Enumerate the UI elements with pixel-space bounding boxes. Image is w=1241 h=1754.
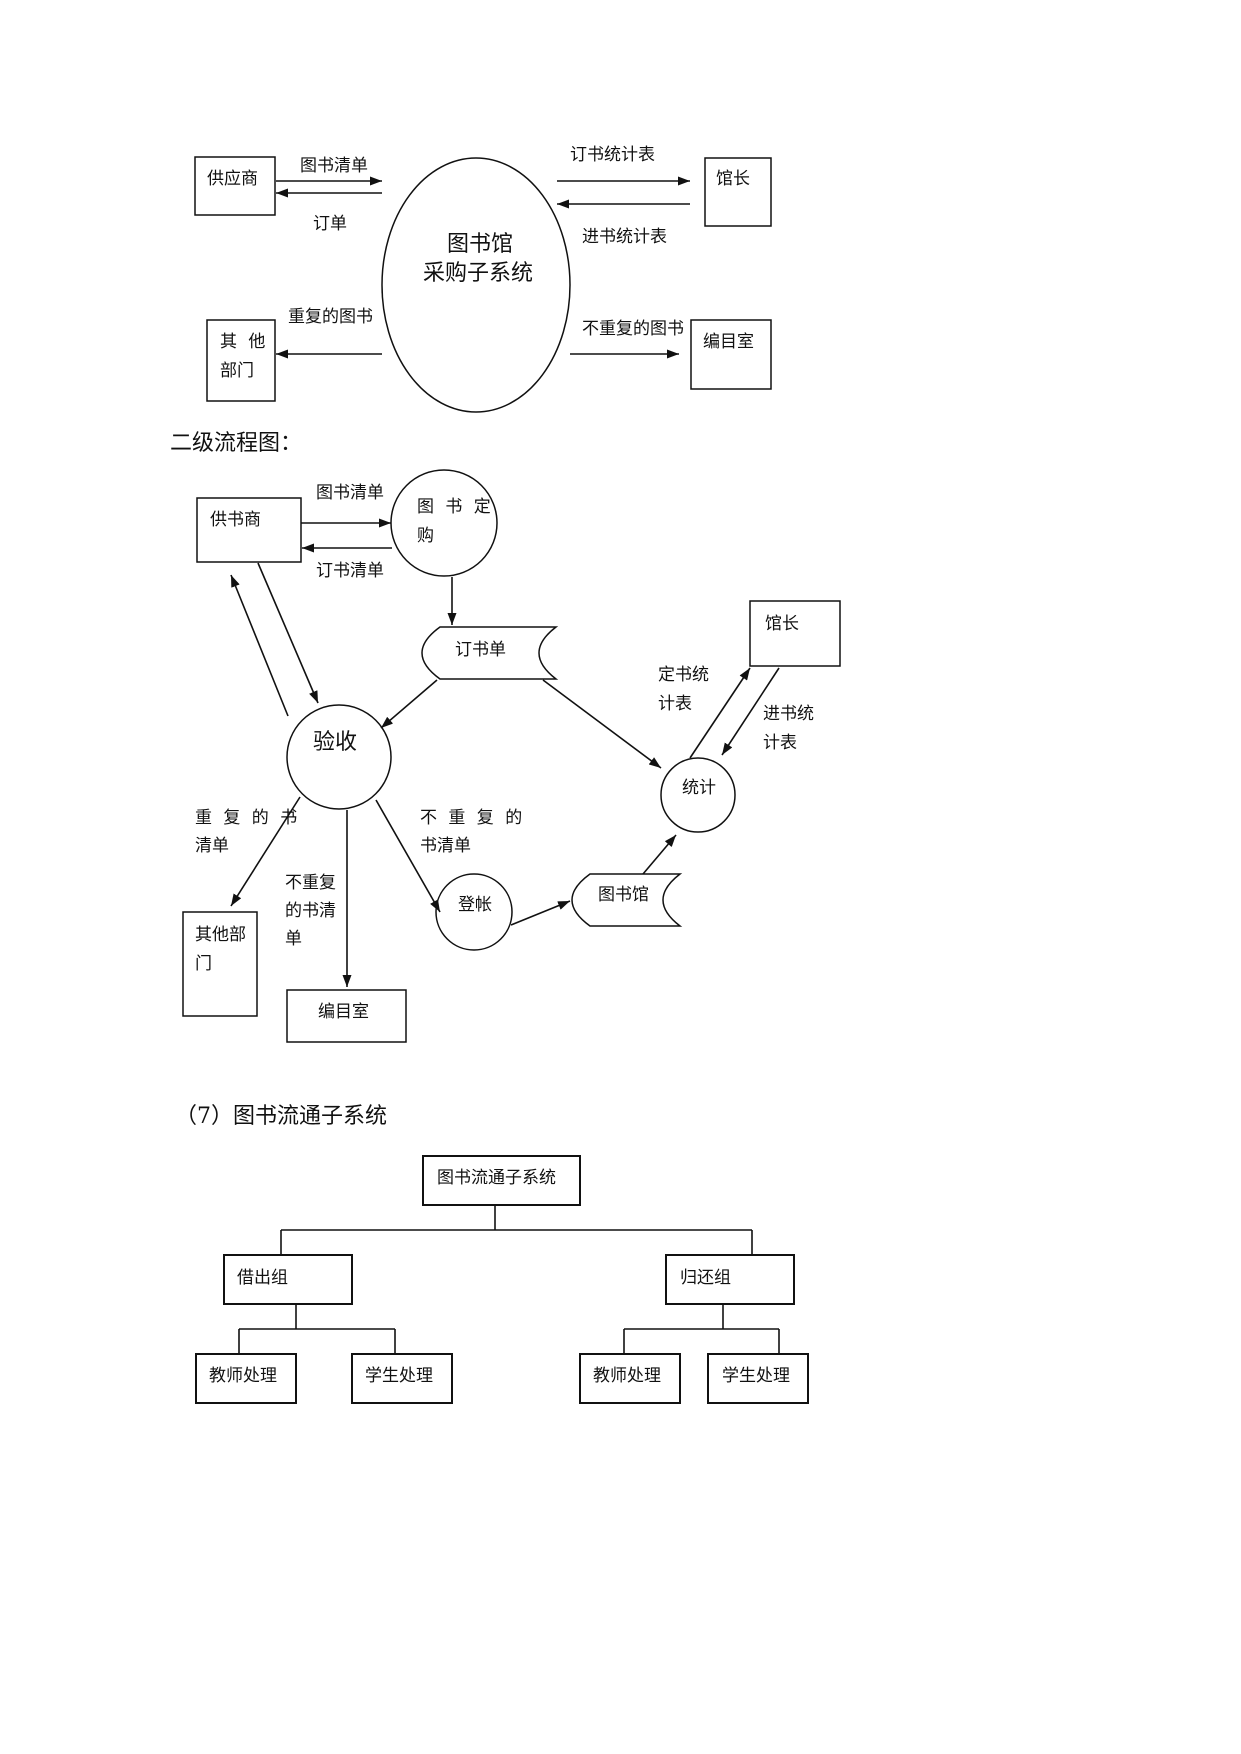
return-student-box <box>707 1353 809 1404</box>
arrow-supplier-to-acceptance <box>257 562 319 704</box>
other-dept-label-line1: 其 他 <box>220 332 265 352</box>
arrow-director-to-statistics <box>721 667 780 756</box>
director-box-l2 <box>749 600 841 667</box>
return-group-box <box>665 1254 795 1305</box>
level2-diagram: 供书商 图书清单 订书清单 图 书 定 购 订书单 验收 馆长 定书统 计表 进… <box>182 469 841 1043</box>
lending-teacher-box <box>195 1353 297 1404</box>
book-list-label-l2: 图书清单 <box>316 483 384 503</box>
order-store-shape <box>421 626 559 680</box>
hierarchy-chart: 图书流通子系统 借出组 归还组 教师处理 学生处理 教师处理 学生处理 <box>195 1155 809 1404</box>
catalog-room-box <box>690 319 772 390</box>
order-list-label: 订书清单 <box>316 561 384 581</box>
catalog-room-label: 编目室 <box>703 332 754 352</box>
stock-stats-label: 进书统计表 <box>582 227 667 247</box>
supplier-label: 供应商 <box>207 169 258 189</box>
library-store-label: 图书馆 <box>598 885 649 905</box>
director-label: 馆长 <box>716 169 750 189</box>
statistics-circle <box>660 757 736 833</box>
context-diagram: 供应商 图书清单 订单 图书馆 采购子系统 馆长 订书统计表 进书统计表 其 他… <box>194 145 772 413</box>
book-list-label: 图书清单 <box>300 156 368 176</box>
order-stats-label-l2-line1: 定书统 <box>658 665 709 685</box>
lending-group-label: 借出组 <box>237 1268 288 1288</box>
return-group-label: 归还组 <box>680 1268 731 1288</box>
other-dept-label-line2: 部门 <box>220 361 254 381</box>
arrow-register-to-library-store <box>510 900 571 926</box>
procurement-system-ellipse <box>381 157 571 413</box>
register-circle <box>435 873 513 951</box>
order-stats-label: 订书统计表 <box>570 145 655 165</box>
duplicate-list-label-line2: 清单 <box>195 836 229 856</box>
non-duplicate-books-label: 不重复的图书 <box>582 319 684 339</box>
stock-stats-label-l2-line1: 进书统 <box>763 704 814 724</box>
arrow-statistics-to-director <box>689 667 751 759</box>
register-label: 登帐 <box>458 895 492 915</box>
other-dept-box <box>206 319 276 402</box>
arrow-order-store-to-acceptance <box>380 679 438 729</box>
stock-stats-label-l2-line2: 计表 <box>763 733 797 753</box>
duplicate-books-label: 重复的图书 <box>288 307 373 327</box>
other-dept-label-l2-line2: 门 <box>195 954 212 974</box>
arrow-acceptance-to-register <box>375 799 441 913</box>
order-store-label: 订书单 <box>455 640 506 660</box>
arrow-acceptance-to-supplier <box>230 574 289 717</box>
order-stats-label-l2-line2: 计表 <box>658 694 692 714</box>
book-supplier-box <box>196 497 302 563</box>
catalog-room-box-l2 <box>286 989 407 1043</box>
level2-heading: 二级流程图： <box>170 431 302 456</box>
director-label-l2: 馆长 <box>765 614 799 634</box>
return-teacher-box <box>579 1353 681 1404</box>
other-dept-box-l2 <box>182 911 258 1017</box>
non-duplicate-list-b-line2: 的书清 <box>285 901 336 921</box>
order-label: 订单 <box>313 214 347 234</box>
ordering-process-label-line2: 购 <box>417 526 434 546</box>
non-duplicate-list-a-line1: 不 重 复 的 <box>420 808 522 828</box>
arrow-order-store-to-statistics <box>542 679 662 769</box>
ordering-process-label-line1: 图 书 定 <box>417 497 491 517</box>
other-dept-label-l2-line1: 其他部 <box>195 925 246 945</box>
arrow-library-store-to-statistics <box>642 834 677 875</box>
acceptance-circle <box>286 704 392 810</box>
ordering-process-circle <box>390 469 498 577</box>
system-title-line2: 采购子系统 <box>423 261 533 286</box>
duplicate-list-label-line1: 重 复 的 书 <box>195 808 297 828</box>
statistics-label: 统计 <box>682 778 716 798</box>
lending-group-box <box>223 1254 353 1305</box>
supplier-box <box>194 156 276 216</box>
system-title-line1: 图书馆 <box>447 232 513 257</box>
arrow-acceptance-to-other-dept <box>230 796 301 907</box>
root-label: 图书流通子系统 <box>437 1168 556 1188</box>
lending-student-label: 学生处理 <box>365 1366 433 1386</box>
lending-student-box <box>351 1353 453 1404</box>
non-duplicate-list-a-line2: 书清单 <box>420 836 471 856</box>
acceptance-label: 验收 <box>313 730 357 755</box>
non-duplicate-list-b-line3: 单 <box>285 929 302 949</box>
catalog-room-label-l2: 编目室 <box>318 1002 369 1022</box>
root-box <box>422 1155 581 1206</box>
non-duplicate-list-b-line1: 不重复 <box>285 873 336 893</box>
lending-teacher-label: 教师处理 <box>209 1366 277 1386</box>
section-heading: （7）图书流通子系统 <box>175 1104 387 1129</box>
library-store-shape <box>571 873 683 927</box>
book-supplier-label: 供书商 <box>210 510 261 530</box>
return-student-label: 学生处理 <box>722 1366 790 1386</box>
director-box <box>704 157 772 227</box>
return-teacher-label: 教师处理 <box>593 1366 661 1386</box>
